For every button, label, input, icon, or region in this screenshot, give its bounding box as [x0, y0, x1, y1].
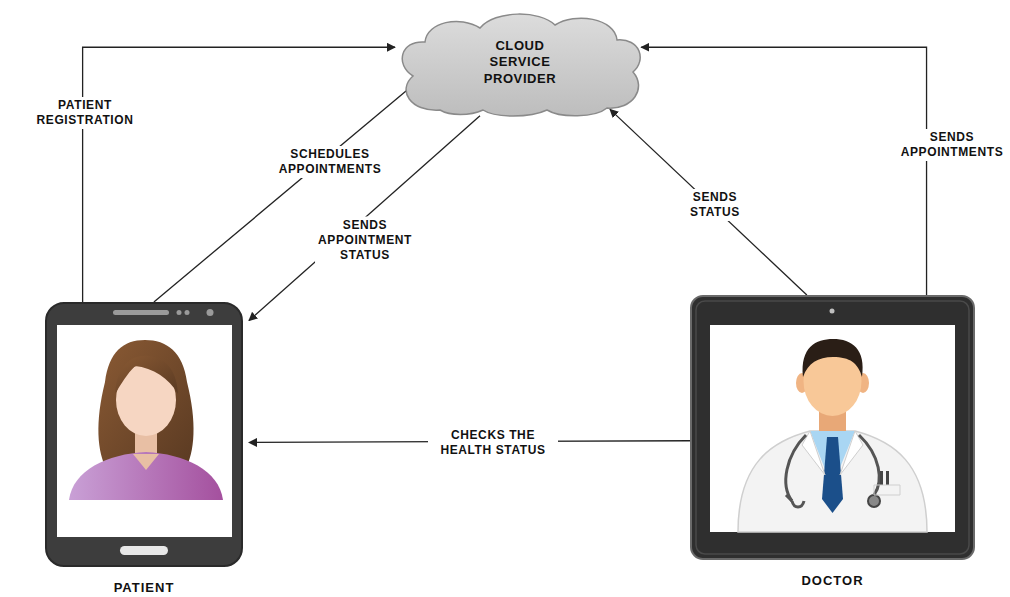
tablet-camera	[830, 309, 835, 314]
tablet-screen	[710, 325, 955, 532]
edge-label: PATIENT REGISTRATION	[34, 97, 137, 129]
tablet-body	[691, 296, 974, 559]
connector-arrow	[610, 109, 807, 295]
doctor-hair	[803, 339, 863, 377]
stethoscope-chestpiece	[868, 495, 880, 507]
device-caption: PATIENT	[25, 580, 263, 596]
phone-body	[46, 303, 242, 566]
edge-label: CHECKS THE HEALTH STATUS	[428, 427, 558, 459]
phone-sensor	[177, 310, 182, 315]
doctor-lapels	[802, 431, 863, 475]
coat-pocket	[874, 485, 900, 495]
device-caption: DOCTOR	[670, 573, 995, 589]
edge-label: SENDS APPOINTMENT STATUS	[315, 217, 415, 264]
patient-neckline	[133, 454, 159, 470]
connector-arrow	[154, 83, 415, 302]
pocket-pen	[880, 471, 883, 485]
phone-illustration	[45, 302, 243, 567]
tablet-illustration	[690, 295, 975, 560]
cloud-service-node: CLOUD SERVICE PROVIDER	[395, 10, 645, 118]
phone-screen	[57, 325, 232, 537]
phone-camera	[207, 309, 214, 316]
patient-fringe	[115, 356, 178, 394]
phone-speaker	[113, 310, 169, 315]
phone-sensor	[185, 310, 190, 315]
phone-home-button	[120, 546, 168, 555]
edge-label: SENDS APPOINTMENTS	[898, 129, 1007, 161]
edge-label: SCHEDULES APPOINTMENTS	[276, 146, 385, 178]
connector-arrow	[249, 116, 480, 321]
edge-label: SENDS STATUS	[687, 189, 743, 221]
cloud-outline	[402, 14, 640, 116]
tablet-bezel	[696, 301, 969, 554]
doctor-device-node: DOCTOR	[690, 295, 975, 560]
node-title: CLOUD SERVICE PROVIDER	[484, 38, 557, 87]
stethoscope-tube	[786, 435, 879, 501]
patient-device-node: PATIENT	[45, 302, 243, 567]
pocket-pen	[886, 471, 889, 485]
connector-arrow	[641, 47, 926, 295]
patient-shirt	[69, 452, 223, 500]
doctor-coat	[738, 431, 927, 532]
patient-hair	[98, 340, 193, 470]
connector-arrow	[83, 47, 395, 302]
stethoscope-earpiece	[786, 495, 804, 507]
